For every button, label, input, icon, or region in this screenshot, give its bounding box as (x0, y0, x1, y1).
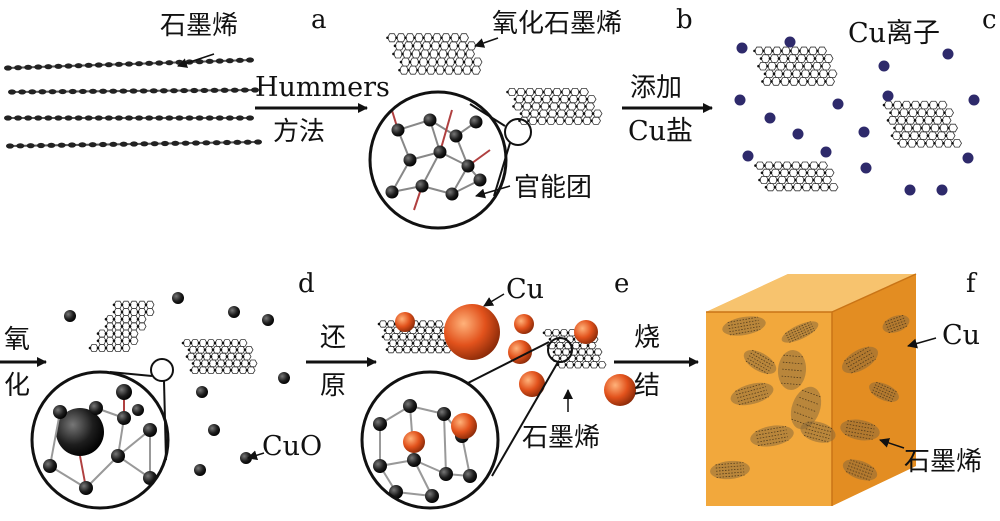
cu-ions (734, 36, 980, 196)
panel-letter-b: b (676, 5, 693, 35)
sinter-label-top: 烧 (634, 323, 660, 353)
panel-letter-f: f (966, 269, 978, 299)
hummers-label-top: Hummers (255, 72, 390, 103)
graphene-cube-label: 石墨烯 (904, 447, 982, 477)
zoom-line (493, 142, 511, 197)
graphene-oxide-sheet-right (506, 88, 603, 125)
zoom-source-circle (150, 358, 174, 382)
sinter-label-bottom: 结 (634, 371, 660, 401)
zoom-lattice-e (373, 399, 477, 503)
oxidize-label-top: 氧 (4, 325, 30, 355)
cube-top-face (706, 274, 916, 312)
panel-letter-e: e (614, 269, 629, 299)
graphite-stack (4, 57, 262, 149)
zoom-line (491, 361, 559, 477)
zoom-source-circle (547, 337, 573, 363)
cu-ion-sheets (753, 46, 962, 192)
cu-cube-label: Cu (942, 320, 980, 351)
cuo-sheets (64, 292, 290, 476)
panel-letter-a: a (311, 5, 327, 35)
functional-group-label: 官能团 (514, 173, 592, 203)
graphene-cube-pointer (879, 438, 905, 449)
zoom-source-circle (504, 118, 532, 146)
zoom-lattice-d (43, 384, 157, 495)
zoom-lattice-b (385, 103, 491, 211)
cu-ion-label: Cu离子 (848, 18, 940, 49)
cu-label-reduce: Cu (506, 274, 544, 305)
add-label-bottom: Cu盐 (628, 116, 693, 147)
graphene-oxide-sheet-top (386, 33, 483, 75)
magnifier-circle (368, 90, 508, 230)
reduce-label-top: 还 (320, 323, 346, 353)
magnifier-circle (360, 370, 500, 510)
panel-letter-c: c (982, 5, 997, 35)
hummers-label-bottom: 方法 (273, 117, 325, 147)
functional-group-pointer (475, 185, 511, 199)
cuo-label: CuO (262, 431, 322, 462)
cuo-pointer (247, 450, 265, 461)
cu-cube-pointer (907, 337, 937, 349)
graphene-oxide-pointer (474, 37, 499, 48)
panel-letter-d: d (298, 269, 315, 299)
graphite-label: 石墨烯 (160, 11, 238, 41)
magnifier-circle (30, 370, 170, 510)
graphite-pointer (177, 53, 215, 68)
graphene-oxide-label: 氧化石墨烯 (492, 9, 622, 39)
oxidize-label-bottom: 化 (4, 371, 30, 401)
composite-cube (706, 273, 917, 506)
cu-particles-on-graphene (377, 304, 636, 406)
add-label-top: 添加 (630, 73, 682, 103)
cu-pointer (483, 293, 505, 307)
zoom-line (467, 341, 550, 384)
graphene-label-e: 石墨烯 (522, 423, 600, 453)
reduce-label-bottom: 原 (320, 371, 346, 401)
